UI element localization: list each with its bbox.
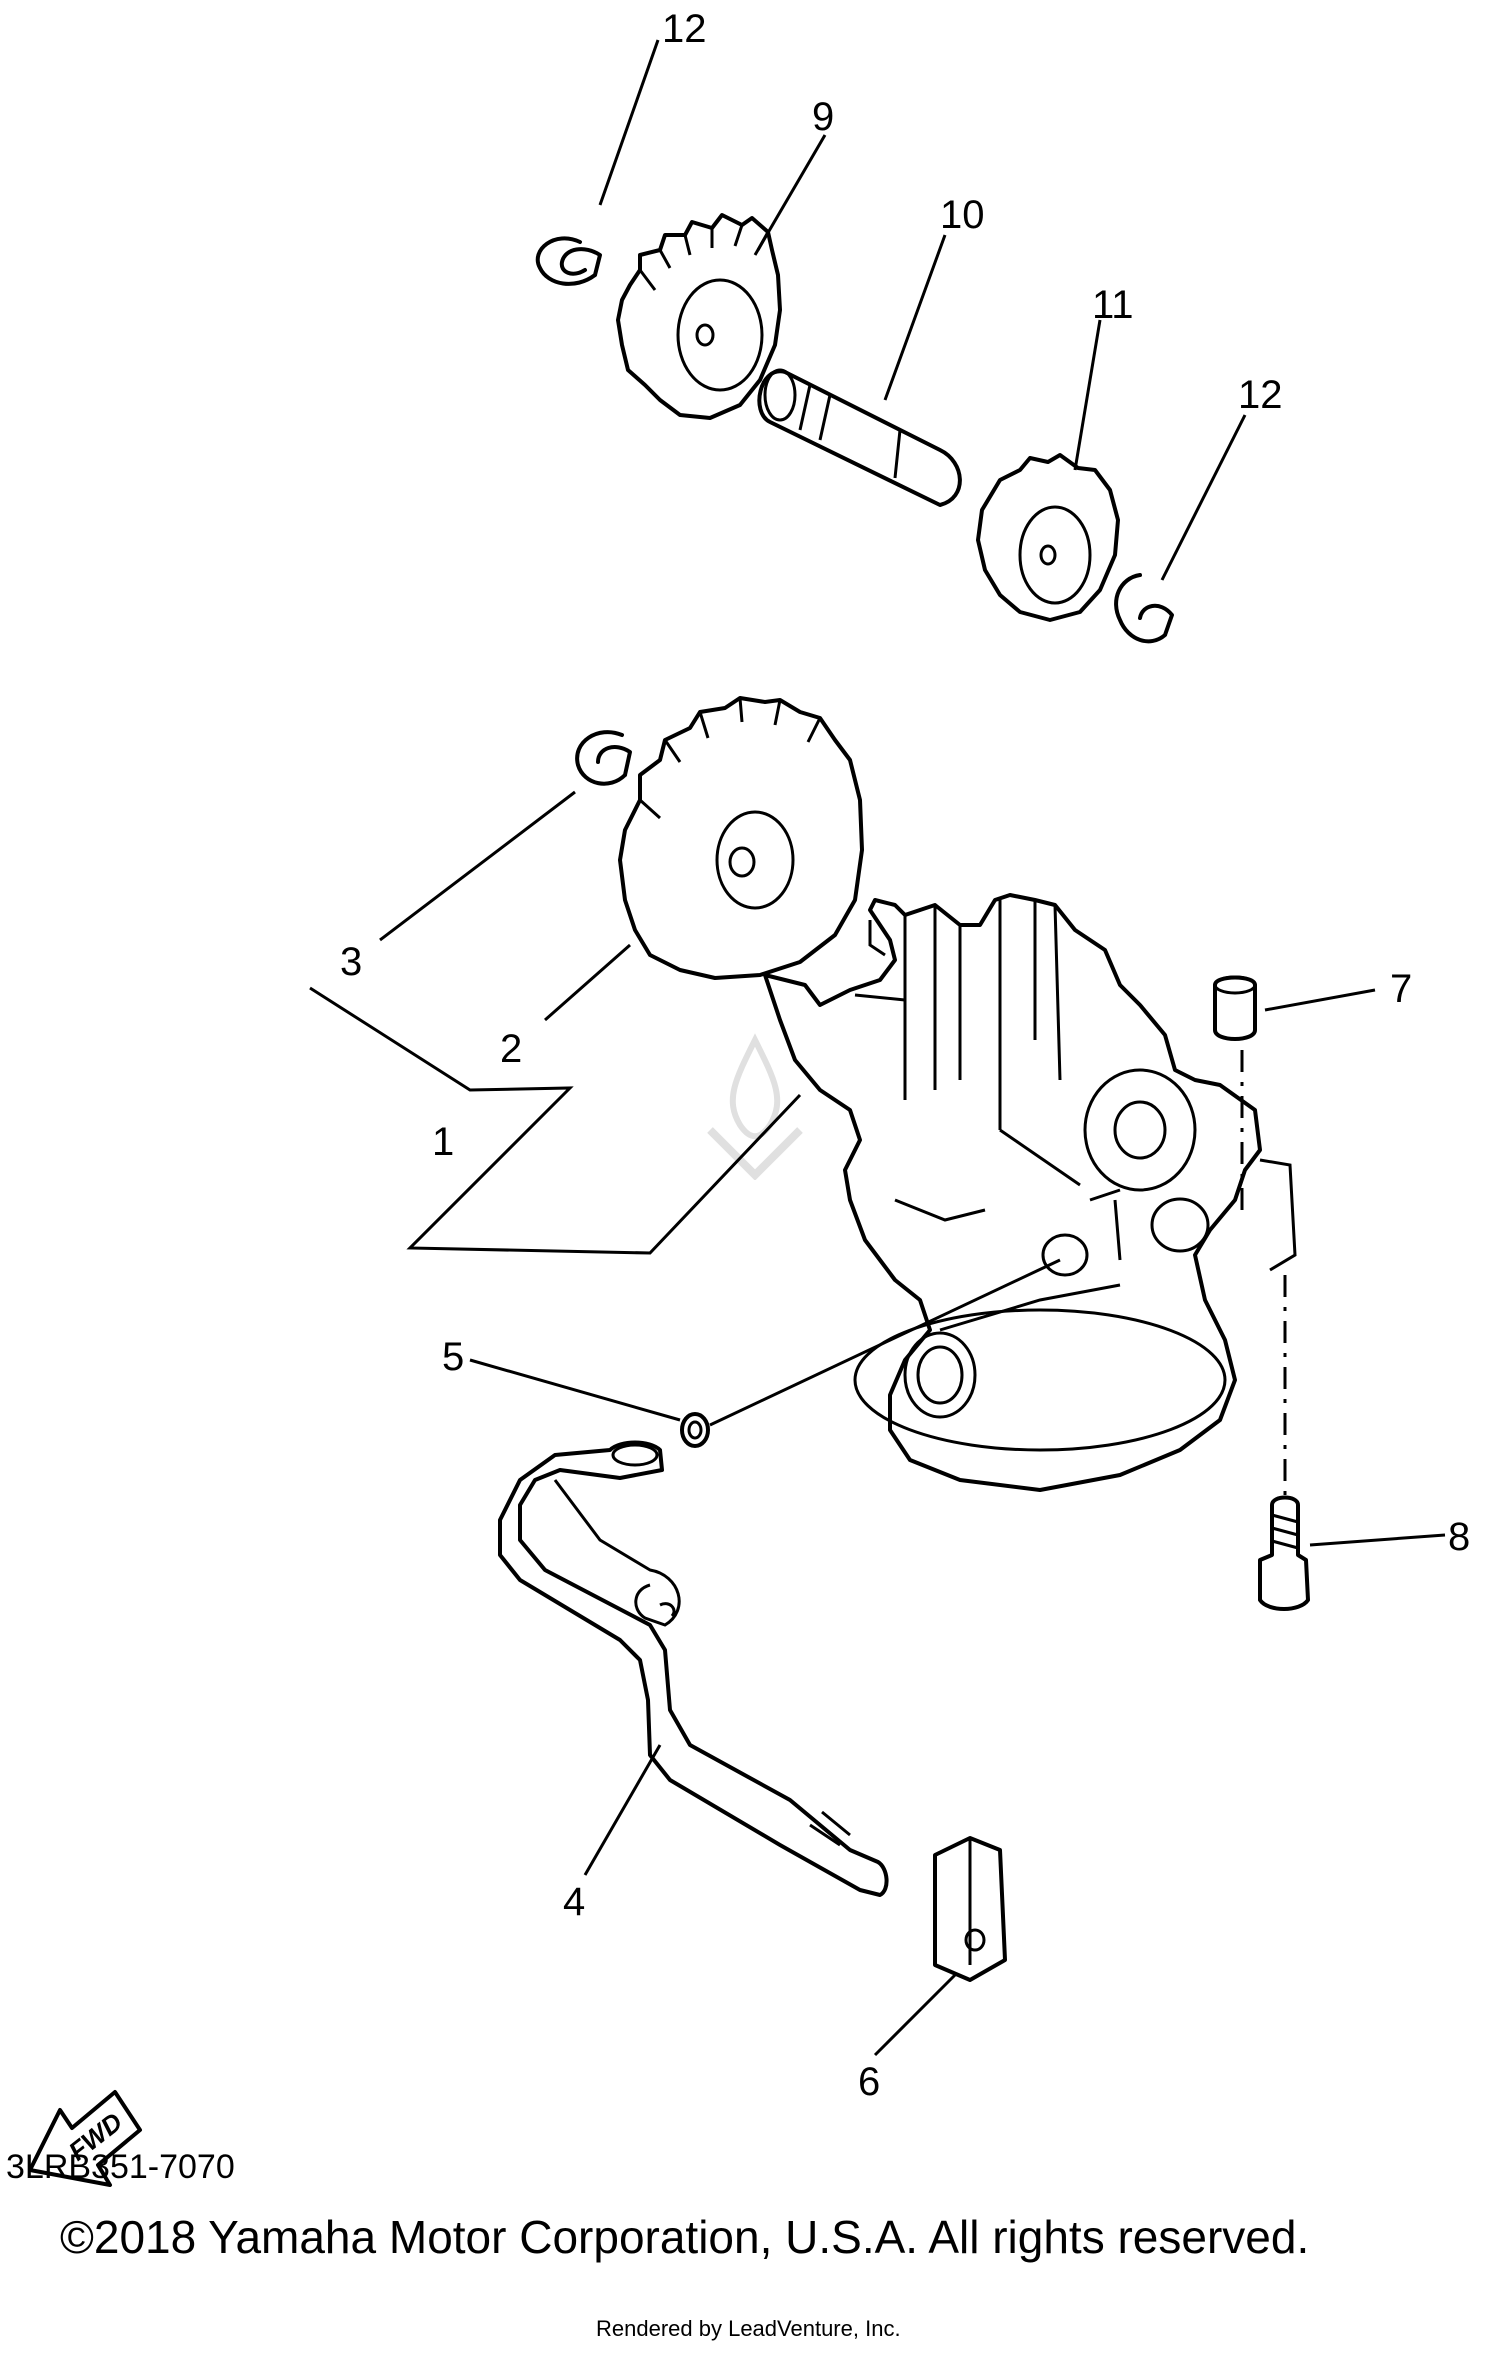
callout-3: 3 [340, 940, 362, 984]
callout-10: 10 [940, 193, 985, 237]
circlip-3[interactable] [575, 730, 632, 786]
plate-6[interactable] [933, 1836, 1007, 1982]
oil-delivery-pipe-4[interactable] [498, 1440, 889, 1897]
shaft-10[interactable] [757, 368, 962, 507]
o-ring-5[interactable] [680, 1412, 710, 1448]
callout-1: 1 [432, 1120, 454, 1164]
callout-5: 5 [442, 1335, 464, 1379]
callout-6: 6 [858, 2060, 880, 2104]
bolt-8[interactable] [1258, 1495, 1310, 1611]
alignment-lines [1240, 1050, 1287, 1495]
circlip-12-top[interactable] [535, 236, 602, 286]
oil-pump-assembly-1[interactable] [763, 893, 1297, 1492]
dowel-pin-7[interactable] [1213, 975, 1257, 1041]
callout-12-top: 12 [662, 7, 707, 51]
callout-labels: 12 9 10 11 12 3 2 1 7 5 8 4 6 [340, 7, 1470, 2104]
callout-11: 11 [1092, 283, 1134, 327]
leader-lines [309, 39, 1446, 2057]
callout-12-right: 12 [1238, 373, 1283, 417]
callout-2: 2 [500, 1027, 522, 1071]
gear-2[interactable] [618, 696, 864, 980]
copyright-notice: ©2018 Yamaha Motor Corporation, U.S.A. A… [60, 2211, 1310, 2263]
gear-9[interactable] [616, 213, 782, 420]
callout-9: 9 [812, 95, 834, 139]
watermark-logo-icon [707, 1033, 803, 1180]
circlip-12-right[interactable] [1114, 573, 1174, 644]
diagram-code: 3LRB351-7070 [6, 2148, 235, 2186]
gear-11[interactable] [976, 453, 1120, 622]
callout-4: 4 [563, 1880, 585, 1924]
callout-8: 8 [1448, 1515, 1470, 1559]
rendered-by-notice: Rendered by LeadVenture, Inc. [596, 2316, 901, 2341]
callout-7: 7 [1390, 967, 1412, 1011]
